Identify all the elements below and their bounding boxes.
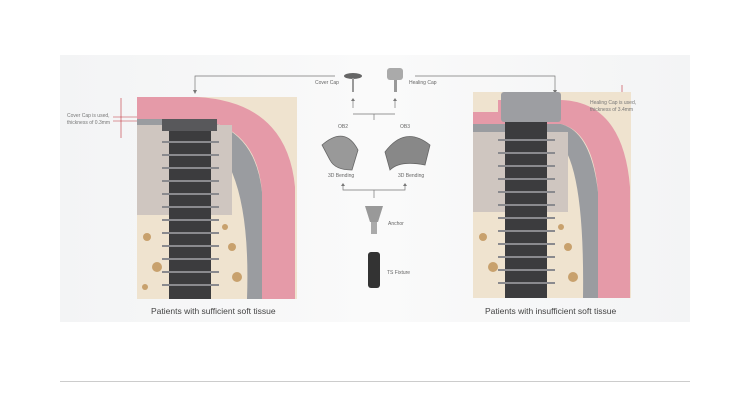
implant-illustration-insufficient (473, 92, 631, 298)
label-ob2: OB2 (338, 124, 349, 130)
implant-illustration-sufficient (137, 97, 297, 299)
right-note: Healing Cap is used,thickness of 3.4mm (590, 100, 636, 114)
cover-cap-icon (344, 73, 362, 92)
left-note: Cover Cap is used,thickness of 0.3mm (67, 113, 110, 127)
caption-sufficient: Patients with sufficient soft tissue (151, 306, 276, 316)
label-ob3: OB3 (400, 124, 411, 130)
label-healing-cap: Healing Cap (409, 80, 437, 86)
label-anchor: Anchor (388, 221, 404, 227)
healing-cap-icon (387, 68, 403, 92)
label-ts-fixture: TS Fixture (387, 270, 411, 276)
label-3d-bending-2: 3D Bending (398, 173, 425, 179)
right-note-line1: Healing Cap is used, (590, 100, 637, 106)
right-note-line2: thickness of 3.4mm (590, 107, 634, 113)
ob2-mesh-icon (321, 135, 359, 171)
divider (60, 381, 690, 382)
ob3-mesh-icon (384, 136, 431, 171)
left-note-line1: Cover Cap is used, (67, 113, 110, 119)
caption-insufficient: Patients with insufficient soft tissue (485, 306, 617, 316)
left-note-line2: thickness of 0.3mm (67, 120, 111, 126)
anchor-icon (365, 206, 383, 234)
ts-fixture-icon (368, 252, 380, 288)
label-3d-bending-1: 3D Bending (328, 173, 355, 179)
label-cover-cap: Cover Cap (315, 80, 339, 86)
